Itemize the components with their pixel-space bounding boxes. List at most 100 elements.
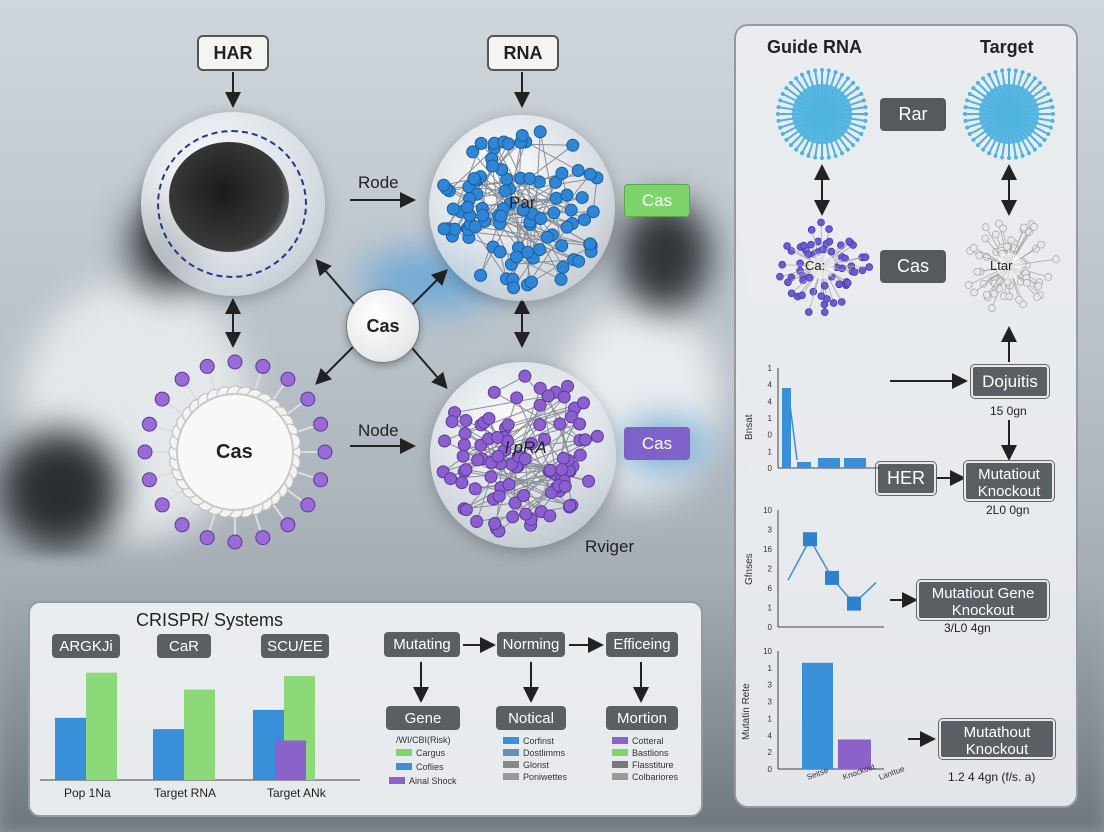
lpra-label: l pRA	[505, 438, 547, 457]
chart2-tick: 3	[768, 526, 773, 535]
guide-virus-tip	[800, 151, 805, 156]
purple-bead	[573, 448, 587, 462]
target-virus-tip	[1046, 131, 1051, 136]
purple-bead	[557, 390, 571, 404]
target-virus-tip	[1020, 153, 1025, 158]
guide-cluster-bead	[825, 225, 833, 233]
target-virus-tip	[1007, 68, 1011, 72]
chart1-tick: 4	[768, 397, 773, 406]
guide-cluster-center	[809, 253, 835, 279]
gene-legend-2-text: Coflies	[416, 762, 444, 772]
x-label-1: Pop 1Na	[64, 786, 111, 800]
purple-bead	[563, 499, 577, 513]
target-virus-tip	[1048, 125, 1053, 130]
outcome-notical: Notical	[496, 706, 566, 730]
target-virus-tip	[1046, 92, 1051, 97]
blue-bead	[485, 159, 499, 173]
target-virus-tip	[975, 143, 980, 148]
target-cluster-bead	[1023, 279, 1031, 287]
blue-bead	[577, 213, 591, 227]
blue-bead	[468, 220, 482, 234]
value-3: 3/L0 4gn	[944, 621, 991, 635]
target-heading: Target	[980, 37, 1034, 57]
purple-bead	[582, 474, 596, 488]
target-cluster-bead	[1044, 273, 1053, 281]
cas-knob	[313, 416, 329, 432]
blue-bead	[583, 167, 597, 181]
target-cluster-bead	[981, 234, 990, 243]
blue-bead	[555, 166, 569, 180]
rna-label: RNA	[487, 35, 559, 71]
center-cas-text: Cas	[366, 315, 400, 336]
guide-virus-tip	[833, 153, 838, 158]
ltar-label: Ltar	[990, 258, 1013, 273]
purple-bead	[541, 389, 555, 403]
value-1: 15 0gn	[990, 404, 1027, 418]
target-virus-tip	[1032, 147, 1037, 152]
guide-virus-core	[792, 84, 852, 144]
purple-bead	[524, 437, 538, 451]
purple-bead	[470, 515, 484, 529]
purple-bead	[543, 509, 557, 523]
blue-bead	[507, 281, 521, 295]
guide-virus-tip	[813, 155, 818, 160]
blue-bead	[493, 245, 507, 259]
purple-bead	[456, 449, 470, 463]
guide-virus-tip	[778, 98, 783, 103]
target-cluster-bead	[1015, 295, 1023, 304]
guide-cluster-bead	[799, 241, 808, 250]
guide-virus-tip	[855, 86, 860, 91]
target-cluster-bead	[1037, 240, 1045, 249]
blue-bead	[437, 178, 451, 192]
purple-bead	[517, 488, 531, 502]
guide-virus-tip	[820, 68, 824, 72]
purple-bead	[455, 476, 469, 490]
blue-bead	[549, 175, 563, 189]
guide-virus-tip	[794, 76, 799, 81]
har-sphere	[141, 112, 325, 296]
target-cluster-bead	[1007, 236, 1016, 244]
cas-knob	[174, 517, 190, 533]
blue-bead	[564, 203, 578, 217]
guide-cluster-bead	[850, 268, 859, 276]
target-cluster-bead	[981, 223, 990, 232]
blue-bead	[560, 188, 574, 202]
purple-bead	[590, 429, 604, 443]
bottom-bar	[55, 717, 86, 780]
guide-virus-tip	[861, 125, 866, 130]
blue-bead	[437, 222, 451, 236]
chart1-tick: 0	[768, 464, 773, 473]
value-4: 1.2 4 4gn (f/s. a)	[948, 770, 1036, 784]
mutation-knockout-3: Mutathout Knockout	[939, 719, 1055, 759]
mutation-knockout-2: Mutatiout Gene Knockout	[917, 580, 1049, 620]
purple-bead	[558, 479, 572, 493]
chart1-bar	[818, 458, 840, 468]
cas-knob	[199, 530, 215, 546]
rode-label: Rode	[358, 173, 399, 192]
notical-legend-2: Dostlimms	[503, 748, 565, 758]
chart-label-1: ARGKJi	[52, 634, 120, 658]
guide-cluster-bead	[805, 273, 814, 282]
cas-knob	[280, 371, 296, 387]
cas-tag-green: Cas	[624, 184, 690, 217]
guide-cluster-bead	[804, 308, 813, 316]
guide-virus-tip	[864, 112, 868, 116]
center-cas-node: Cas	[346, 289, 420, 363]
guide-cluster-bead	[827, 247, 836, 256]
purple-link	[463, 435, 598, 510]
guide-virus-tip	[826, 155, 831, 160]
guide-virus-tip	[839, 72, 844, 77]
blue-bead	[575, 191, 589, 205]
guide-cluster-bead	[798, 291, 806, 300]
target-virus-tip	[993, 70, 998, 75]
purple-bead	[487, 385, 501, 399]
purple-bead	[518, 452, 532, 466]
blue-bead	[555, 239, 569, 253]
cas-body	[176, 393, 294, 511]
cas-knob	[317, 444, 333, 460]
guide-cluster-bead	[835, 280, 843, 289]
blue-link	[511, 259, 574, 265]
